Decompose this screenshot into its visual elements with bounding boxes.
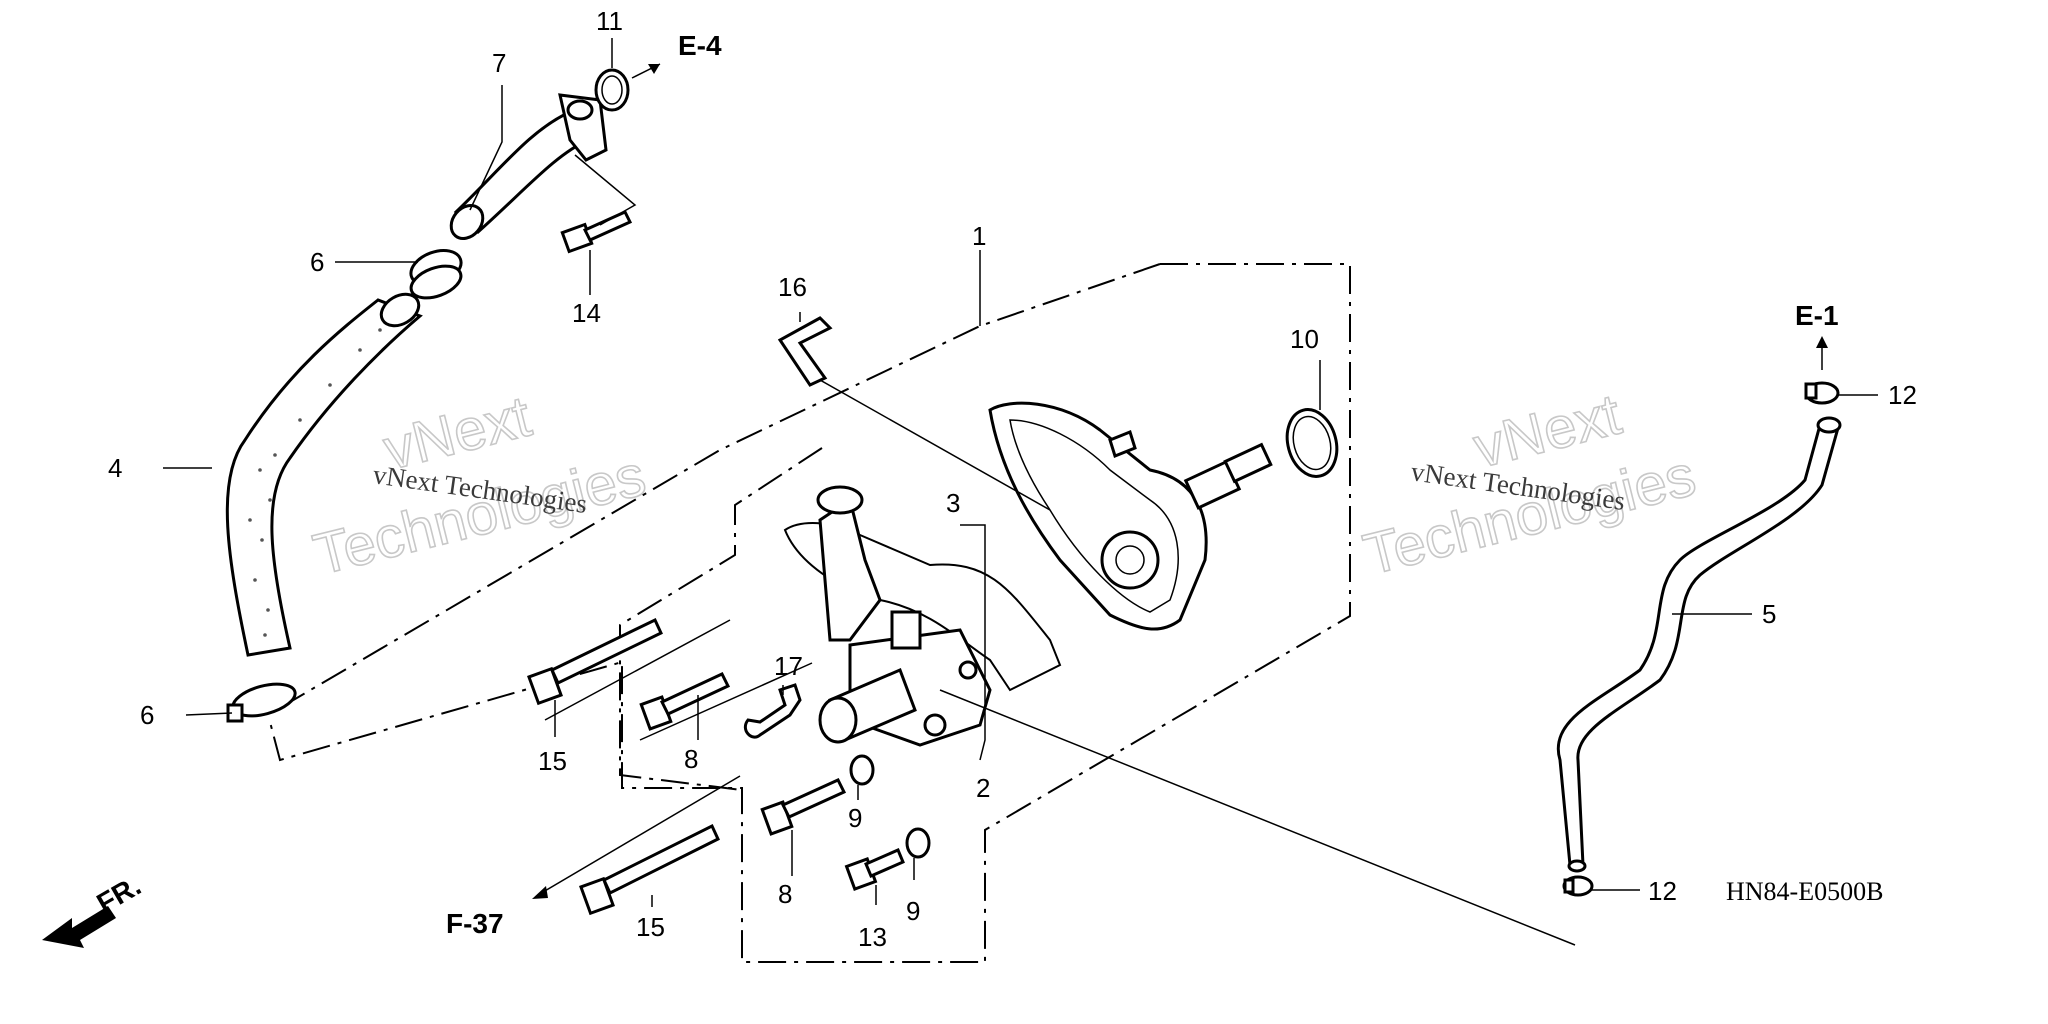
- washer-9-lower: [905, 827, 931, 859]
- watermark-right: vNext Technologies vNext Technologies: [1357, 381, 1703, 589]
- front-arrow-icon: [42, 906, 116, 948]
- callout-16: 16: [778, 272, 807, 302]
- water-pump-1: [988, 401, 1273, 631]
- leader-lines: [163, 38, 1878, 946]
- callout-2: 2: [976, 773, 990, 803]
- callout-13: 13: [858, 922, 887, 952]
- arrow-e1: [1816, 336, 1828, 370]
- leader-14-7: [574, 154, 637, 226]
- clamp-12-lower: [1562, 875, 1594, 897]
- o-ring-11-inner: [601, 75, 623, 105]
- ref-e1: E-1: [1795, 300, 1839, 331]
- callout-12-upper: 12: [1888, 380, 1917, 410]
- hose-16: [777, 316, 833, 387]
- ref-f37: F-37: [446, 908, 504, 939]
- arrow-f37: [532, 775, 741, 899]
- callout-6-upper: 6: [310, 247, 324, 277]
- washer-9-upper: [849, 754, 875, 786]
- callout-1: 1: [972, 221, 986, 251]
- assembly-outline-left: [289, 263, 1161, 703]
- diagram-code: HN84-E0500B: [1726, 877, 1883, 906]
- callout-15-upper: 15: [538, 746, 567, 776]
- callout-5: 5: [1762, 599, 1776, 629]
- callout-6-lower: 6: [140, 700, 154, 730]
- hose-4: [225, 292, 423, 657]
- bolt-14: [560, 210, 633, 254]
- bolt-13: [844, 848, 905, 891]
- arrow-e4: [631, 63, 661, 79]
- callout-3: 3: [946, 488, 960, 518]
- ref-e4: E-4: [678, 30, 722, 61]
- callout-4: 4: [108, 453, 122, 483]
- clamp-6-lower: [226, 682, 297, 723]
- bolt-15-lower: [579, 823, 720, 916]
- callout-9-lower: 9: [906, 896, 920, 926]
- clip-17: [743, 683, 802, 739]
- o-ring-10: [1285, 408, 1339, 478]
- callout-17: 17: [774, 651, 803, 681]
- callout-11: 11: [596, 6, 623, 36]
- watermark-big-line2: Technologies: [307, 443, 651, 588]
- bolt-15-upper: [527, 617, 663, 706]
- callout-8-upper: 8: [684, 744, 698, 774]
- callout-9-upper: 9: [848, 803, 862, 833]
- callout-15-lower: 15: [636, 912, 665, 942]
- o-ring-10-inner: [1292, 415, 1332, 471]
- clamp-12-upper: [1804, 381, 1840, 405]
- callout-10: 10: [1290, 324, 1319, 354]
- callout-labels: 1 2 3 4 5 6 6 7 8 8 9 9 10 11 12 12 13 1…: [108, 6, 1917, 952]
- callout-12-lower: 12: [1648, 876, 1677, 906]
- pipe-7: [449, 93, 608, 240]
- hose-5: [1556, 416, 1842, 873]
- housing-2: [816, 485, 992, 747]
- callout-14: 14: [572, 298, 601, 328]
- bolt-8-upper: [639, 672, 731, 731]
- clamp-6-upper: [409, 249, 463, 300]
- callout-7: 7: [492, 48, 506, 78]
- callout-8-lower: 8: [778, 879, 792, 909]
- subassembly-outline: [619, 447, 823, 791]
- bolt-8-lower: [760, 778, 847, 836]
- o-ring-11: [594, 68, 630, 112]
- assembly-outline: [269, 263, 1351, 963]
- watermark-left: vNext Technologies vNext Technologies: [307, 383, 653, 589]
